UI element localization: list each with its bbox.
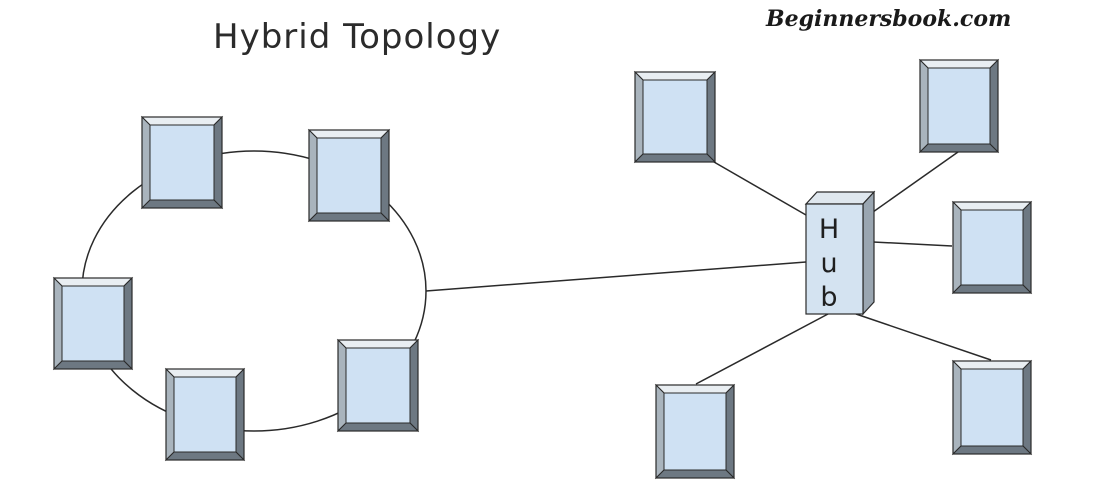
hub-link-top-left — [713, 161, 807, 216]
ring-computer-icon-3 — [52, 276, 134, 371]
bezel-top — [633, 71, 717, 81]
computer-frame — [952, 201, 1032, 294]
bezel-bottom — [951, 445, 1033, 455]
computer-screen — [960, 368, 1024, 447]
bezel-bottom — [336, 422, 420, 432]
hub-top-face — [804, 191, 876, 205]
bezel-left — [952, 200, 962, 295]
bezel-right — [409, 338, 419, 433]
computer-frame — [634, 71, 716, 163]
bezel-right — [123, 276, 133, 371]
bezel-bottom — [52, 360, 134, 370]
computer-nodes — [52, 58, 1033, 480]
bezel-bottom — [633, 153, 717, 163]
bezel-right — [989, 58, 999, 154]
ring-computer-icon-1 — [140, 115, 224, 210]
computer-screen — [927, 67, 991, 145]
hub: H u b — [804, 190, 876, 316]
bezel-top — [140, 116, 224, 126]
ring-computer-icon-5 — [336, 338, 420, 433]
hub-link-right — [872, 241, 953, 247]
hub-link-bottom-left — [695, 313, 829, 385]
star-computer-icon-1 — [633, 70, 717, 164]
bezel-left — [919, 58, 929, 154]
hub-side-face — [862, 190, 875, 316]
bezel-right — [235, 367, 245, 462]
bezel-right — [1022, 200, 1032, 295]
bezel-bottom — [307, 212, 391, 222]
bezel-left — [308, 128, 318, 223]
bezel-top — [951, 360, 1033, 370]
watermark-logo: Beginnersbook.com — [766, 6, 1012, 32]
bezel-top — [307, 129, 391, 139]
bezel-left — [655, 383, 665, 480]
bezel-left — [337, 338, 347, 433]
computer-frame — [165, 368, 245, 461]
bezel-left — [141, 115, 151, 210]
star-computer-icon-2 — [918, 58, 1000, 154]
computer-frame — [919, 59, 999, 153]
bezel-left — [165, 367, 175, 462]
computer-screen — [960, 209, 1024, 286]
computer-screen — [149, 124, 215, 201]
bezel-top — [164, 368, 246, 378]
star-computer-icon-4 — [654, 383, 736, 480]
computer-frame — [141, 116, 223, 209]
computer-screen — [61, 285, 125, 362]
hub-link-bottom-right — [855, 313, 992, 361]
bezel-bottom — [951, 284, 1033, 294]
bezel-top — [52, 277, 134, 287]
computer-frame — [952, 360, 1032, 455]
computer-screen — [173, 376, 237, 453]
hub-front-face — [805, 203, 864, 315]
hub-letter-h: H — [819, 214, 839, 245]
bezel-bottom — [918, 143, 1000, 153]
computer-screen — [663, 392, 727, 471]
bezel-right — [380, 128, 390, 223]
bezel-right — [1022, 359, 1032, 456]
ring-to-hub-link — [425, 261, 807, 292]
computer-frame — [337, 339, 419, 432]
computer-screen — [642, 79, 708, 155]
computer-screen — [345, 347, 411, 424]
bezel-right — [213, 115, 223, 210]
bezel-top — [336, 339, 420, 349]
bezel-left — [634, 70, 644, 164]
ring-computer-icon-2 — [307, 128, 391, 223]
bezel-left — [952, 359, 962, 456]
bezel-bottom — [164, 451, 246, 461]
computer-frame — [655, 384, 735, 479]
bezel-bottom — [654, 469, 736, 479]
bezel-top — [654, 384, 736, 394]
hub-letter-b: b — [820, 282, 837, 313]
bezel-right — [725, 383, 735, 480]
ring-computer-icon-4 — [164, 367, 246, 462]
diagram-title: Hybrid Topology — [213, 17, 502, 57]
computer-frame — [308, 129, 390, 222]
bezel-bottom — [140, 199, 224, 209]
bezel-top — [918, 59, 1000, 69]
bezel-top — [951, 201, 1033, 211]
computer-screen — [316, 137, 382, 214]
star-computer-icon-3 — [951, 200, 1033, 295]
bezel-left — [53, 276, 63, 371]
bezel-right — [706, 70, 716, 164]
star-computer-icon-5 — [951, 359, 1033, 456]
hub-letter-u: u — [820, 248, 837, 279]
hub-link-top-right — [872, 151, 959, 213]
computer-frame — [53, 277, 133, 370]
